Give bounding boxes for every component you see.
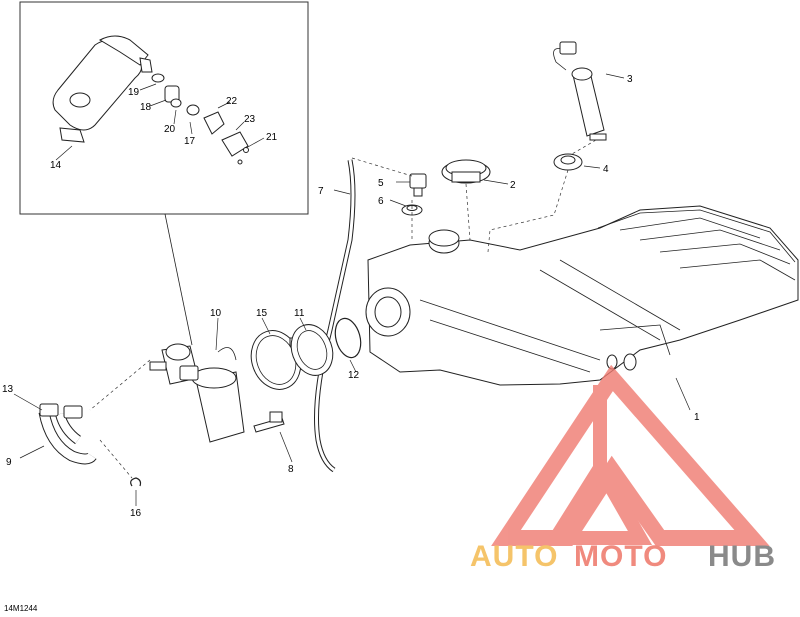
- grommet: [553, 153, 583, 171]
- callout-4: 4: [603, 164, 609, 175]
- callout-11: 11: [294, 308, 305, 319]
- hose-connector: [39, 403, 83, 419]
- callout-7: 7: [318, 186, 324, 197]
- callout-19: 19: [128, 87, 140, 98]
- callout-13: 13: [2, 384, 14, 395]
- watermark-moto: MOTO: [574, 540, 667, 573]
- callout-21: 21: [266, 132, 278, 143]
- bolt: [253, 411, 285, 433]
- callout-8: 8: [288, 464, 294, 475]
- callout-9: 9: [6, 457, 12, 468]
- hose-clip: [130, 477, 142, 487]
- callout-17: 17: [184, 136, 196, 147]
- callout-2: 2: [510, 180, 516, 191]
- inset-pump-assembly: [52, 35, 153, 143]
- callout-22: 22: [226, 96, 238, 107]
- callout-23: 23: [244, 114, 256, 125]
- callout-3: 3: [627, 74, 633, 85]
- fuel-level-sender: [553, 41, 607, 141]
- lock-ring: [290, 324, 334, 376]
- callout-5: 5: [378, 178, 384, 189]
- watermark-logo: [491, 364, 770, 546]
- leader-lines: [13, 73, 691, 506]
- callout-6: 6: [378, 196, 384, 207]
- fuel-pump-module: [149, 343, 245, 443]
- callout-labels: 1 2 3 4 5 6 7 8 9 10 11 12 13 14 15 16 1…: [2, 74, 700, 519]
- o-ring-seal: [334, 317, 362, 359]
- callout-16: 16: [130, 508, 142, 519]
- fuel-tank: [365, 205, 799, 386]
- callout-15: 15: [256, 308, 268, 319]
- figure-code: 14M1244: [4, 604, 38, 613]
- callout-18: 18: [140, 102, 152, 113]
- watermark-text: AUTO MOTO HUB: [470, 540, 776, 573]
- callout-12: 12: [348, 370, 360, 381]
- fuel-cap: [441, 159, 491, 184]
- watermark-auto: AUTO: [470, 540, 558, 573]
- callout-10: 10: [210, 308, 222, 319]
- inset-small-parts: [151, 73, 249, 165]
- fuel-hose: [38, 410, 97, 465]
- callout-14: 14: [50, 160, 62, 171]
- callout-20: 20: [164, 124, 176, 135]
- vent-valve: [409, 173, 427, 197]
- watermark-hub: HUB: [708, 540, 776, 573]
- detail-inset-frame: [19, 1, 309, 215]
- callout-1: 1: [694, 412, 700, 423]
